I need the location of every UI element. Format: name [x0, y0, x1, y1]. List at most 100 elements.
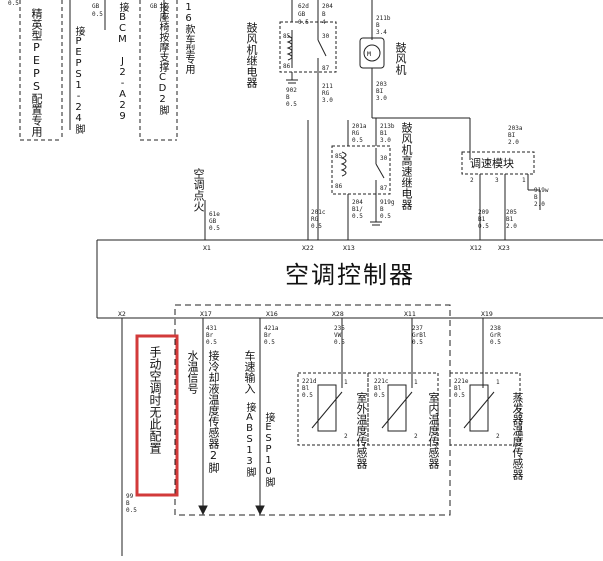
wire-label: B [322, 11, 326, 18]
relay1-pin-87: 87 [322, 65, 330, 72]
wire-label: B [380, 206, 384, 213]
wire-label: GB [298, 11, 306, 18]
wire-label: B1 [506, 216, 514, 223]
wire-label: VW [334, 332, 342, 339]
wire-label: 3.4 [376, 29, 387, 36]
blower-label: 鼓风机 [394, 42, 407, 75]
wire-label: RG [352, 130, 360, 137]
wire-label: B1 [478, 216, 486, 223]
pin-labels: X1 X22 X13 X12 X23 X2 X17 X16 X28 X11 X1… [118, 33, 526, 440]
wire-label: 2.0 [506, 223, 517, 230]
pin-x11: X11 [404, 310, 416, 318]
bottom-leads [121, 318, 484, 556]
wire-label: 235 [334, 325, 345, 332]
wire-label: 0.5 [209, 225, 220, 232]
peps-pin-label: 接PEPS1-24脚 [73, 26, 84, 134]
inside-sensor-label: 室内温度传感器 [427, 392, 440, 469]
wire-label: 0.5 [334, 339, 345, 346]
wire-label: 0.5 [311, 223, 322, 230]
controller-title: 空调控制器 [285, 261, 415, 289]
wire-label: 0.5 [380, 213, 391, 220]
wire-label: 204 [322, 3, 333, 10]
model-note-label: 16款车型专用 [183, 2, 194, 74]
pin-x17: X17 [200, 310, 212, 318]
blower-relay-label: 鼓风机继电器 [245, 22, 258, 88]
blower-relay [279, 0, 337, 240]
wire-label: 919g [380, 199, 395, 206]
high-speed-relay-label: 鼓风机高速继电器 [400, 122, 413, 210]
evap-sensor-pin-1: 1 [496, 379, 500, 386]
wire-label: RG [322, 90, 330, 97]
in-sensor-pin-1: 1 [414, 379, 418, 386]
pin-x2: X2 [118, 310, 126, 318]
wire-label: 203 [376, 81, 387, 88]
wire-label: 902 [286, 87, 297, 94]
bcm-pin-label: 接BCM J2-A29 [117, 2, 128, 122]
evap-sensor-pin-2: 2 [496, 433, 500, 440]
manual-ac-note: 手动空调时无此配置 [148, 346, 162, 454]
wire-label: BI [376, 88, 384, 95]
wire-label: 0.5 [374, 392, 385, 399]
evaporator-temp-sensor [449, 372, 521, 446]
wire-label: GB [92, 3, 100, 10]
out-sensor-pin-1: 1 [344, 379, 348, 386]
wire-label: 211b [376, 15, 391, 22]
wire-label: 0.5 [352, 213, 363, 220]
wire-label: B1/ [352, 206, 363, 213]
wire-label: GB [209, 218, 217, 225]
wire-label: B [126, 500, 130, 507]
water-temp-label: 水温信号 [186, 350, 199, 394]
in-sensor-pin-2: 2 [414, 433, 418, 440]
wire-label: 0.5 [478, 223, 489, 230]
wire-label: 0.5 [264, 339, 275, 346]
pin-x16: X16 [266, 310, 278, 318]
wire-label: 0.5 [206, 339, 217, 346]
pin-x28: X28 [332, 310, 344, 318]
relay2-pin-87: 87 [380, 185, 388, 192]
wire-label: Bl [454, 385, 462, 392]
wire-label: 237 [412, 325, 423, 332]
wire-label: 431 [206, 325, 217, 332]
wire-label: 4 [322, 19, 326, 26]
wire-label: 211 [322, 83, 333, 90]
peps-config-note: 精英型PEPS配置专用 [30, 8, 43, 137]
wire-label: GrBl [412, 332, 427, 339]
evap-sensor-label: 蒸发器温度传感器 [511, 392, 524, 480]
top-left-connectors [19, 0, 178, 141]
wire-label: 0.5 [286, 101, 297, 108]
esp-pin-label: 接ESP10脚 [263, 412, 274, 487]
wire-label: 0.5 [412, 339, 423, 346]
out-sensor-pin-2: 2 [344, 433, 348, 440]
wire-label: Bl [374, 385, 382, 392]
wire-label: 0.5 [92, 11, 103, 18]
pin-x22: X22 [302, 244, 314, 252]
wire-label: 99 [126, 493, 134, 500]
wire-specs: 62d GB 0.5 204 B 4 902 B 0.5 211 RG 3.0 … [8, 0, 549, 514]
coolant-sensor-pin-label: 接冷却液温度传感器2脚 [207, 350, 220, 473]
wire-label: 0.5 [126, 507, 137, 514]
wire-label: 2.0 [534, 201, 545, 208]
wire-label: 221d [302, 378, 317, 385]
wire-label: 3.0 [376, 95, 387, 102]
wire-label: GrR [490, 332, 501, 339]
massage-pin-label: 接座椅按摩支撑CD2脚 [157, 2, 168, 115]
wire-label: B [376, 22, 380, 29]
wire-label: 3.0 [380, 137, 391, 144]
wire-label: 3.0 [322, 97, 333, 104]
wire-label: 0.5 [454, 392, 465, 399]
module-pin-2: 2 [470, 177, 474, 184]
wire-label: RG [311, 216, 319, 223]
inside-temp-sensor [367, 372, 439, 446]
wire-label: Br [206, 332, 214, 339]
wire-label: 201c [311, 209, 326, 216]
wire-label: 0.5 [352, 137, 363, 144]
pin-x13: X13 [343, 244, 355, 252]
wire-label: Br [264, 332, 272, 339]
ac-controller-box [96, 120, 603, 319]
speed-input-label: 车速输入 [243, 350, 256, 394]
highlight-frame [135, 334, 179, 497]
wire-label: 0.5 [302, 392, 313, 399]
wire-label: 62d [298, 3, 309, 10]
wire-label: Bl [302, 385, 310, 392]
wire-label: B [286, 94, 290, 101]
